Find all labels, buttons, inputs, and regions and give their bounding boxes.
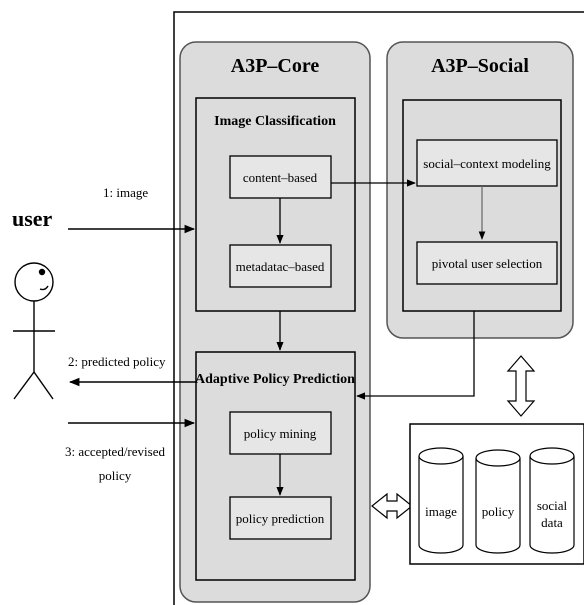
content-based-label: content–based xyxy=(243,170,318,185)
user-label: user xyxy=(12,206,53,231)
accepted-policy-flow-label-2: policy xyxy=(99,468,132,483)
user-figure-icon xyxy=(13,262,55,400)
metadata-based-label: metadatac–based xyxy=(236,259,325,274)
pivotal-user-selection-label: pivotal user selection xyxy=(432,256,543,271)
social-context-modeling-label: social–context modeling xyxy=(423,156,551,171)
policy-mining-box xyxy=(229,411,332,455)
image-db-label: image xyxy=(425,504,457,519)
image-classification-title: Image Classification xyxy=(214,114,336,129)
social-context-modeling-box xyxy=(416,139,558,187)
core-db-bidirectional-arrow xyxy=(371,492,413,520)
social-db-bidirectional-arrow xyxy=(506,355,536,417)
policy-db-label: policy xyxy=(482,504,515,519)
image-db-icon xyxy=(418,447,464,554)
image-flow-label: 1: image xyxy=(103,185,148,200)
policy-prediction-label: policy prediction xyxy=(236,511,325,526)
metadata-based-box xyxy=(229,244,332,288)
policy-db-icon xyxy=(475,449,521,554)
social-data-db-label-1: social xyxy=(537,498,568,513)
policy-mining-label: policy mining xyxy=(244,426,317,441)
social-data-db-label-2: data xyxy=(541,515,563,530)
adaptive-policy-prediction-box xyxy=(195,351,356,581)
social-data-db-icon xyxy=(529,447,575,554)
pivotal-user-selection-box xyxy=(416,241,558,285)
social-to-prediction-arrow xyxy=(356,311,475,400)
policy-prediction-box xyxy=(229,496,332,540)
predicted-policy-flow-label: 2: predicted policy xyxy=(68,354,166,369)
adaptive-policy-prediction-title: Adaptive Policy Prediction xyxy=(195,372,355,387)
a3p-core-title: A3P–Core xyxy=(231,55,320,77)
a3p-social-title: A3P–Social xyxy=(431,55,529,77)
system-boundary xyxy=(173,11,584,605)
accepted-policy-flow-label-1: 3: accepted/revised xyxy=(65,444,165,459)
